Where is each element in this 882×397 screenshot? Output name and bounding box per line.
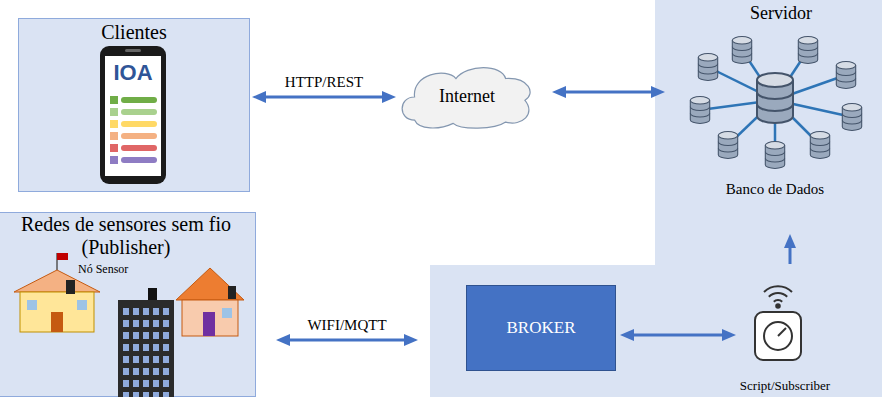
sensor-board — [228, 286, 236, 299]
database-cylinder — [732, 37, 751, 64]
screen-row — [110, 108, 118, 116]
tower-windows — [122, 306, 170, 397]
database-cylinder — [798, 37, 817, 64]
connector-arrow — [626, 334, 730, 337]
internet-cloud: Internet — [398, 64, 536, 130]
label-holder: Nó Sensor — [78, 259, 128, 277]
sensor-node-label: Nó Sensor — [78, 262, 128, 276]
label-holder: HTTP/REST — [285, 73, 363, 91]
school-wall — [20, 292, 94, 332]
icon-caption: Script/Subscriber — [740, 378, 830, 394]
database-cylinder — [842, 104, 861, 131]
house-building — [176, 268, 244, 336]
subscriber-icon — [755, 286, 801, 360]
screen-row — [110, 120, 118, 128]
signal-dot — [776, 304, 780, 308]
sensor-board — [148, 288, 157, 300]
house-wall — [182, 300, 238, 336]
signal-wave — [774, 300, 782, 302]
database-label: Banco de Dados — [726, 180, 824, 198]
edge-label: HTTP/REST — [285, 74, 363, 90]
signal-wave — [769, 293, 787, 297]
connector-arrow — [789, 240, 792, 264]
app-logo-text: IOA — [113, 60, 152, 85]
screen-row — [110, 96, 118, 104]
phone-body — [100, 46, 166, 184]
database-cylinder — [698, 54, 717, 81]
database-cylinder — [810, 132, 829, 159]
phone-screen — [105, 56, 161, 176]
device-body — [755, 312, 801, 360]
screen-row — [121, 121, 157, 127]
screen-row — [110, 144, 118, 152]
screen-row — [110, 156, 118, 164]
door — [51, 312, 63, 332]
connector-arrow — [282, 339, 412, 342]
house-door — [203, 312, 215, 336]
house-roof — [176, 268, 244, 300]
panel-title: Redes de sensores sem fio (Publisher) — [3, 213, 249, 259]
screen-row — [110, 132, 118, 140]
sensor-board — [66, 280, 75, 294]
screen-row — [121, 109, 157, 115]
label-holder: WIFI/MQTT — [307, 316, 386, 334]
window — [222, 308, 232, 318]
database-cylinder — [718, 132, 737, 159]
region-shape — [430, 0, 882, 397]
region-title: Servidor — [680, 3, 882, 25]
device-needle — [778, 328, 786, 336]
cloud-label: Internet — [439, 86, 495, 108]
screen-row — [121, 145, 157, 151]
phone-icon — [100, 46, 166, 184]
signal-wave — [764, 286, 792, 292]
database-cylinder — [690, 97, 709, 124]
database-cylinder — [836, 62, 855, 89]
database-cylinders — [690, 37, 861, 169]
tower-building — [118, 288, 174, 397]
screen-row — [121, 133, 157, 139]
broker-box: BROKER — [466, 285, 616, 371]
label-holder: IOA — [108, 60, 158, 86]
window — [27, 300, 37, 310]
connector-arrow — [258, 96, 390, 99]
edge-label: WIFI/MQTT — [307, 317, 386, 333]
device-dial — [764, 322, 792, 350]
window — [77, 300, 87, 310]
screen-row — [121, 157, 157, 163]
flag — [57, 253, 68, 260]
database-cylinder — [765, 142, 784, 169]
box-label: BROKER — [507, 318, 576, 338]
cloud-shape — [402, 68, 530, 129]
tower-body — [118, 300, 174, 397]
phone-speaker — [125, 49, 141, 52]
connector-arrow — [558, 91, 659, 94]
database-central — [757, 73, 793, 123]
panel-title: Clientes — [101, 20, 167, 44]
screen-row — [121, 97, 157, 103]
